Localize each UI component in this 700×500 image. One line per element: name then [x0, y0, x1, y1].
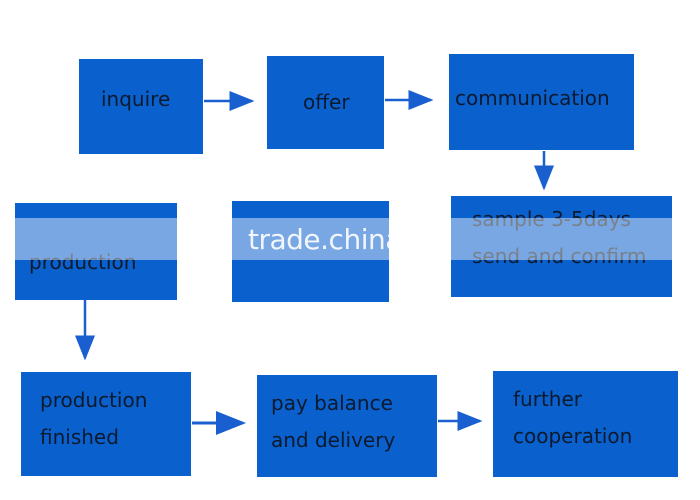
step-offer-label: offer	[303, 90, 350, 114]
watermark: trade.china.cn	[248, 223, 443, 256]
step-production-finished: production finished	[21, 372, 191, 476]
step-pay-balance-line2: and delivery	[271, 428, 396, 452]
step-pay-balance-line1: pay balance	[271, 391, 393, 415]
step-offer: offer	[267, 56, 384, 149]
watermark-name: trade.china	[248, 223, 402, 256]
step-further-line1: further	[513, 387, 582, 411]
step-sample-line2: send and confirm	[472, 244, 647, 268]
step-communication: communication	[449, 54, 634, 150]
watermark-suffix: .cn	[401, 223, 443, 256]
step-sample-line1: sample 3-5days	[472, 207, 631, 231]
step-production-label: production	[29, 250, 137, 274]
step-communication-label: communication	[455, 86, 610, 110]
step-obscured	[232, 201, 389, 302]
step-inquire: inquire	[79, 59, 203, 154]
step-further-cooperation: further cooperation	[493, 371, 678, 477]
watermark-band	[0, 218, 700, 260]
step-production: production	[15, 203, 177, 300]
step-further-line2: cooperation	[513, 424, 633, 448]
step-inquire-label: inquire	[101, 87, 171, 111]
step-sample: sample 3-5days send and confirm	[451, 196, 672, 297]
step-production-finished-line1: production	[40, 388, 148, 412]
step-pay-balance: pay balance and delivery	[257, 375, 437, 477]
step-production-finished-line2: finished	[40, 425, 119, 449]
